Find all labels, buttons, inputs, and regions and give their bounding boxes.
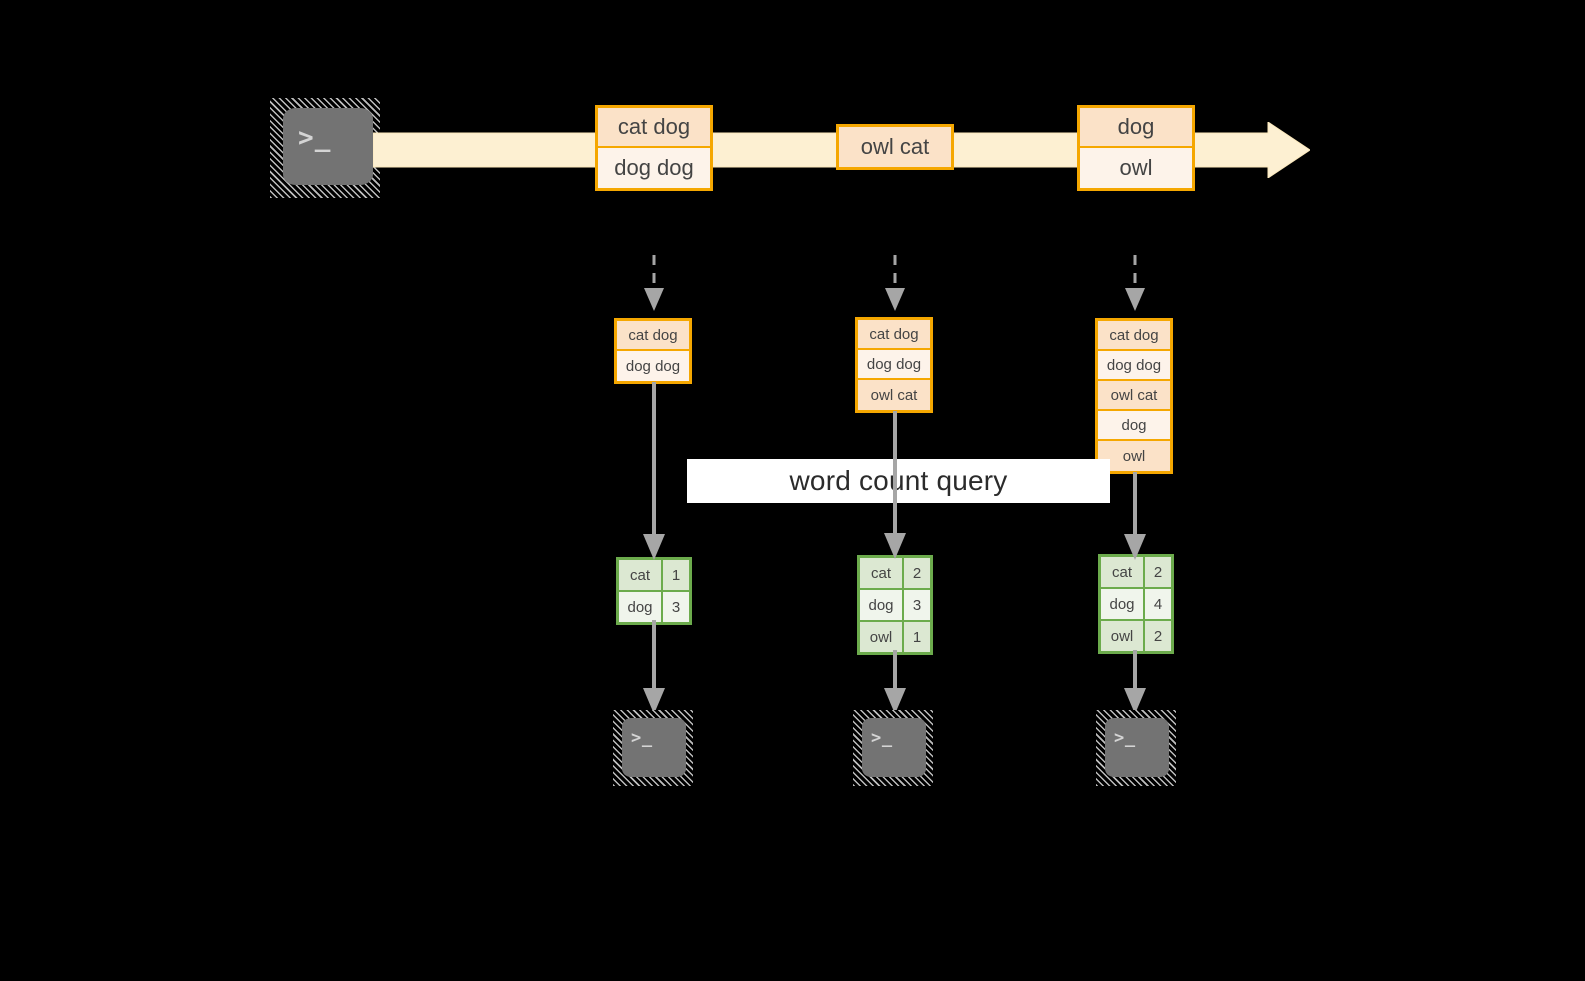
sink-connector-3: [1122, 650, 1148, 716]
word-cell: dog: [1101, 589, 1145, 619]
record-line: cat dog: [598, 108, 710, 148]
count-cell: 2: [1145, 621, 1171, 651]
result-table-1[interactable]: cat 1 dog 3: [616, 557, 692, 625]
word-cell: owl: [860, 622, 904, 652]
table-row: dog 3: [619, 592, 689, 622]
terminal-prompt-glyph: >_: [1114, 728, 1136, 748]
query-connector-1: [641, 382, 667, 562]
word-cell: owl: [1101, 621, 1145, 651]
table-row: dog 4: [1101, 589, 1171, 621]
query-connector-3: [1122, 472, 1148, 562]
record-line: cat dog: [617, 321, 689, 351]
record-line: owl cat: [1098, 381, 1170, 411]
result-table-3[interactable]: cat 2 dog 4 owl 2: [1098, 554, 1174, 654]
record-line: owl cat: [839, 127, 951, 167]
table-row: owl 1: [860, 622, 930, 652]
word-cell: cat: [619, 560, 663, 590]
terminal-prompt-glyph: >_: [298, 123, 332, 153]
dashed-connector-2: [882, 255, 908, 313]
table-row: owl 2: [1101, 621, 1171, 651]
word-cell: dog: [619, 592, 663, 622]
table-row: cat 2: [1101, 557, 1171, 589]
count-cell: 2: [1145, 557, 1171, 587]
stream-batch-1[interactable]: cat dog dog dog: [595, 105, 713, 191]
table-row: dog 3: [860, 590, 930, 622]
terminal-screen: [283, 108, 373, 185]
sink-terminal-icon-3[interactable]: >_: [1096, 710, 1176, 786]
sink-connector-1: [641, 620, 667, 716]
record-line: dog dog: [858, 350, 930, 380]
query-banner-label: word count query: [789, 465, 1008, 496]
query-banner: word count query: [687, 459, 1110, 503]
record-line: cat dog: [858, 320, 930, 350]
terminal-prompt-glyph: >_: [631, 728, 653, 748]
record-line: dog: [1098, 411, 1170, 441]
accumulated-input-3[interactable]: cat dog dog dog owl cat dog owl: [1095, 318, 1173, 474]
dashed-connector-1: [641, 255, 667, 313]
count-cell: 3: [904, 590, 930, 620]
record-line: owl cat: [858, 380, 930, 410]
table-row: cat 2: [860, 558, 930, 590]
stream-batch-3[interactable]: dog owl: [1077, 105, 1195, 191]
record-line: cat dog: [1098, 321, 1170, 351]
record-line: dog dog: [617, 351, 689, 381]
terminal-prompt-glyph: >_: [871, 728, 893, 748]
record-line: owl: [1098, 441, 1170, 471]
accumulated-input-2[interactable]: cat dog dog dog owl cat: [855, 317, 933, 413]
record-line: dog: [1080, 108, 1192, 148]
count-cell: 1: [904, 622, 930, 652]
record-line: dog dog: [598, 148, 710, 188]
count-cell: 2: [904, 558, 930, 588]
dashed-connector-3: [1122, 255, 1148, 313]
record-line: owl: [1080, 148, 1192, 188]
sink-connector-2: [882, 650, 908, 716]
count-cell: 1: [663, 560, 689, 590]
table-row: cat 1: [619, 560, 689, 592]
result-table-2[interactable]: cat 2 dog 3 owl 1: [857, 555, 933, 655]
accumulated-input-1[interactable]: cat dog dog dog: [614, 318, 692, 384]
record-line: dog dog: [1098, 351, 1170, 381]
word-cell: cat: [860, 558, 904, 588]
count-cell: 4: [1145, 589, 1171, 619]
query-connector-2: [882, 411, 908, 561]
count-cell: 3: [663, 592, 689, 622]
word-cell: cat: [1101, 557, 1145, 587]
sink-terminal-icon-1[interactable]: >_: [613, 710, 693, 786]
stream-batch-2[interactable]: owl cat: [836, 124, 954, 170]
word-cell: dog: [860, 590, 904, 620]
terminal-screen: [862, 718, 926, 777]
sink-terminal-icon-2[interactable]: >_: [853, 710, 933, 786]
terminal-screen: [622, 718, 686, 777]
source-terminal-icon[interactable]: >_: [270, 98, 380, 198]
terminal-screen: [1105, 718, 1169, 777]
